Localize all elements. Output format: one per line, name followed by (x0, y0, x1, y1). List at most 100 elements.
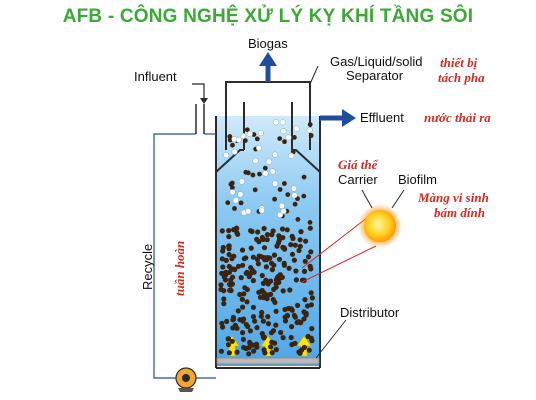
carrier-particle (301, 268, 308, 274)
carrier-particle (301, 309, 307, 315)
carrier-particle (240, 336, 246, 342)
carrier-particle (248, 265, 254, 271)
carrier-particle (295, 302, 301, 308)
carrier-particle (234, 325, 240, 331)
carrier-particle (250, 254, 256, 260)
carrier-particle (225, 200, 231, 206)
influent-pipe (192, 83, 205, 102)
carrier-particle (238, 200, 244, 206)
carrier-particle (265, 321, 272, 327)
carrier-particle (307, 220, 313, 225)
gas-bubble (265, 158, 272, 165)
carrier-particle (278, 329, 284, 336)
carrier-particle (307, 225, 313, 231)
recycle-label: Recycle (140, 243, 155, 290)
carrier-particle (250, 304, 256, 310)
carrier-particle (269, 232, 275, 238)
carrier-particle (239, 296, 245, 302)
separator-label-line2: Separator (346, 68, 404, 83)
gas-bubble (271, 180, 279, 187)
carrier-particle (252, 318, 258, 324)
carrier-particle (254, 236, 260, 242)
carrier-particle (264, 237, 270, 243)
carrier-particle (225, 342, 232, 348)
carrier-particle (224, 318, 230, 324)
carrier-particle (271, 252, 278, 258)
gas-bubble (229, 189, 236, 196)
carrier-particle (254, 256, 261, 263)
carrier-particle (297, 243, 303, 249)
carrier-particle (273, 322, 279, 328)
effluent-arrow (342, 109, 356, 127)
carrier-particle (302, 297, 308, 303)
carrier-particle (246, 274, 252, 280)
carrier-particle (269, 267, 275, 273)
carrier-particle (254, 136, 260, 142)
carrier-particle (221, 301, 227, 307)
carrier-particle (259, 309, 265, 316)
distributor-label: Distributor (340, 305, 400, 320)
carrier-particle (243, 322, 249, 328)
carrier-particle (289, 251, 296, 257)
carrier-particle (259, 236, 266, 242)
carrier-particle (250, 314, 257, 320)
gas-bubble (280, 128, 287, 135)
gas-bubble (240, 132, 247, 140)
gas-bubble (258, 207, 265, 214)
carrier-particle (240, 262, 246, 268)
carrier-particle (260, 318, 266, 324)
carrier-particle (289, 324, 295, 330)
carrier-particle (240, 330, 246, 336)
carrier-particle (273, 284, 279, 290)
biofilm-label: Biofilm (398, 172, 438, 187)
gas-bubble (235, 136, 242, 143)
carrier-particle (227, 287, 233, 293)
carrier-particle (273, 347, 279, 353)
carrier-particle (261, 245, 268, 251)
carrier-particle (265, 281, 271, 287)
gas-bubble (290, 185, 298, 192)
carrier-particle (230, 185, 235, 191)
carrier-particle (279, 226, 286, 232)
carrier-particle (229, 338, 235, 344)
carrier-particle (218, 348, 224, 354)
carrier-particle (255, 261, 261, 267)
carrier-particle (268, 344, 274, 350)
carrier-particle (246, 351, 252, 357)
carrier-particle (280, 288, 286, 294)
carrier-particle (271, 262, 277, 268)
carrier-particle (230, 142, 235, 148)
carrier-particles (218, 122, 315, 357)
gas-bubble (231, 148, 238, 155)
carrier-particle (286, 265, 292, 271)
carrier-particle (282, 139, 287, 145)
gas-bubble (288, 152, 295, 159)
carrier-particle (291, 257, 297, 263)
carrier-particle (285, 305, 291, 312)
carrier-particle (237, 291, 243, 298)
carrier-particle (276, 233, 282, 239)
carrier-particle (253, 341, 260, 347)
gas-bubble (237, 191, 244, 198)
carrier-particle (292, 201, 298, 207)
carrier-particle (255, 229, 261, 235)
gas-bubble (278, 202, 285, 209)
zoom-line-bottom (301, 245, 377, 283)
carrier-particle (264, 232, 270, 238)
carrier-particle (277, 187, 283, 192)
influent-arrow (200, 98, 208, 104)
carrier-particle (285, 192, 291, 198)
gas-bubble (272, 119, 280, 126)
carrier-particle (288, 242, 294, 248)
carrier-particle (221, 274, 227, 280)
carrier-particle (280, 335, 286, 341)
carrier-particle (254, 325, 260, 331)
carrier-particle (261, 334, 267, 340)
carrier-particle (226, 251, 232, 258)
carrier-particle (227, 134, 233, 139)
carrier-particle (302, 258, 308, 264)
carrier-particle (240, 304, 246, 310)
carrier-particle (221, 296, 227, 302)
carrier-particle (251, 348, 257, 354)
